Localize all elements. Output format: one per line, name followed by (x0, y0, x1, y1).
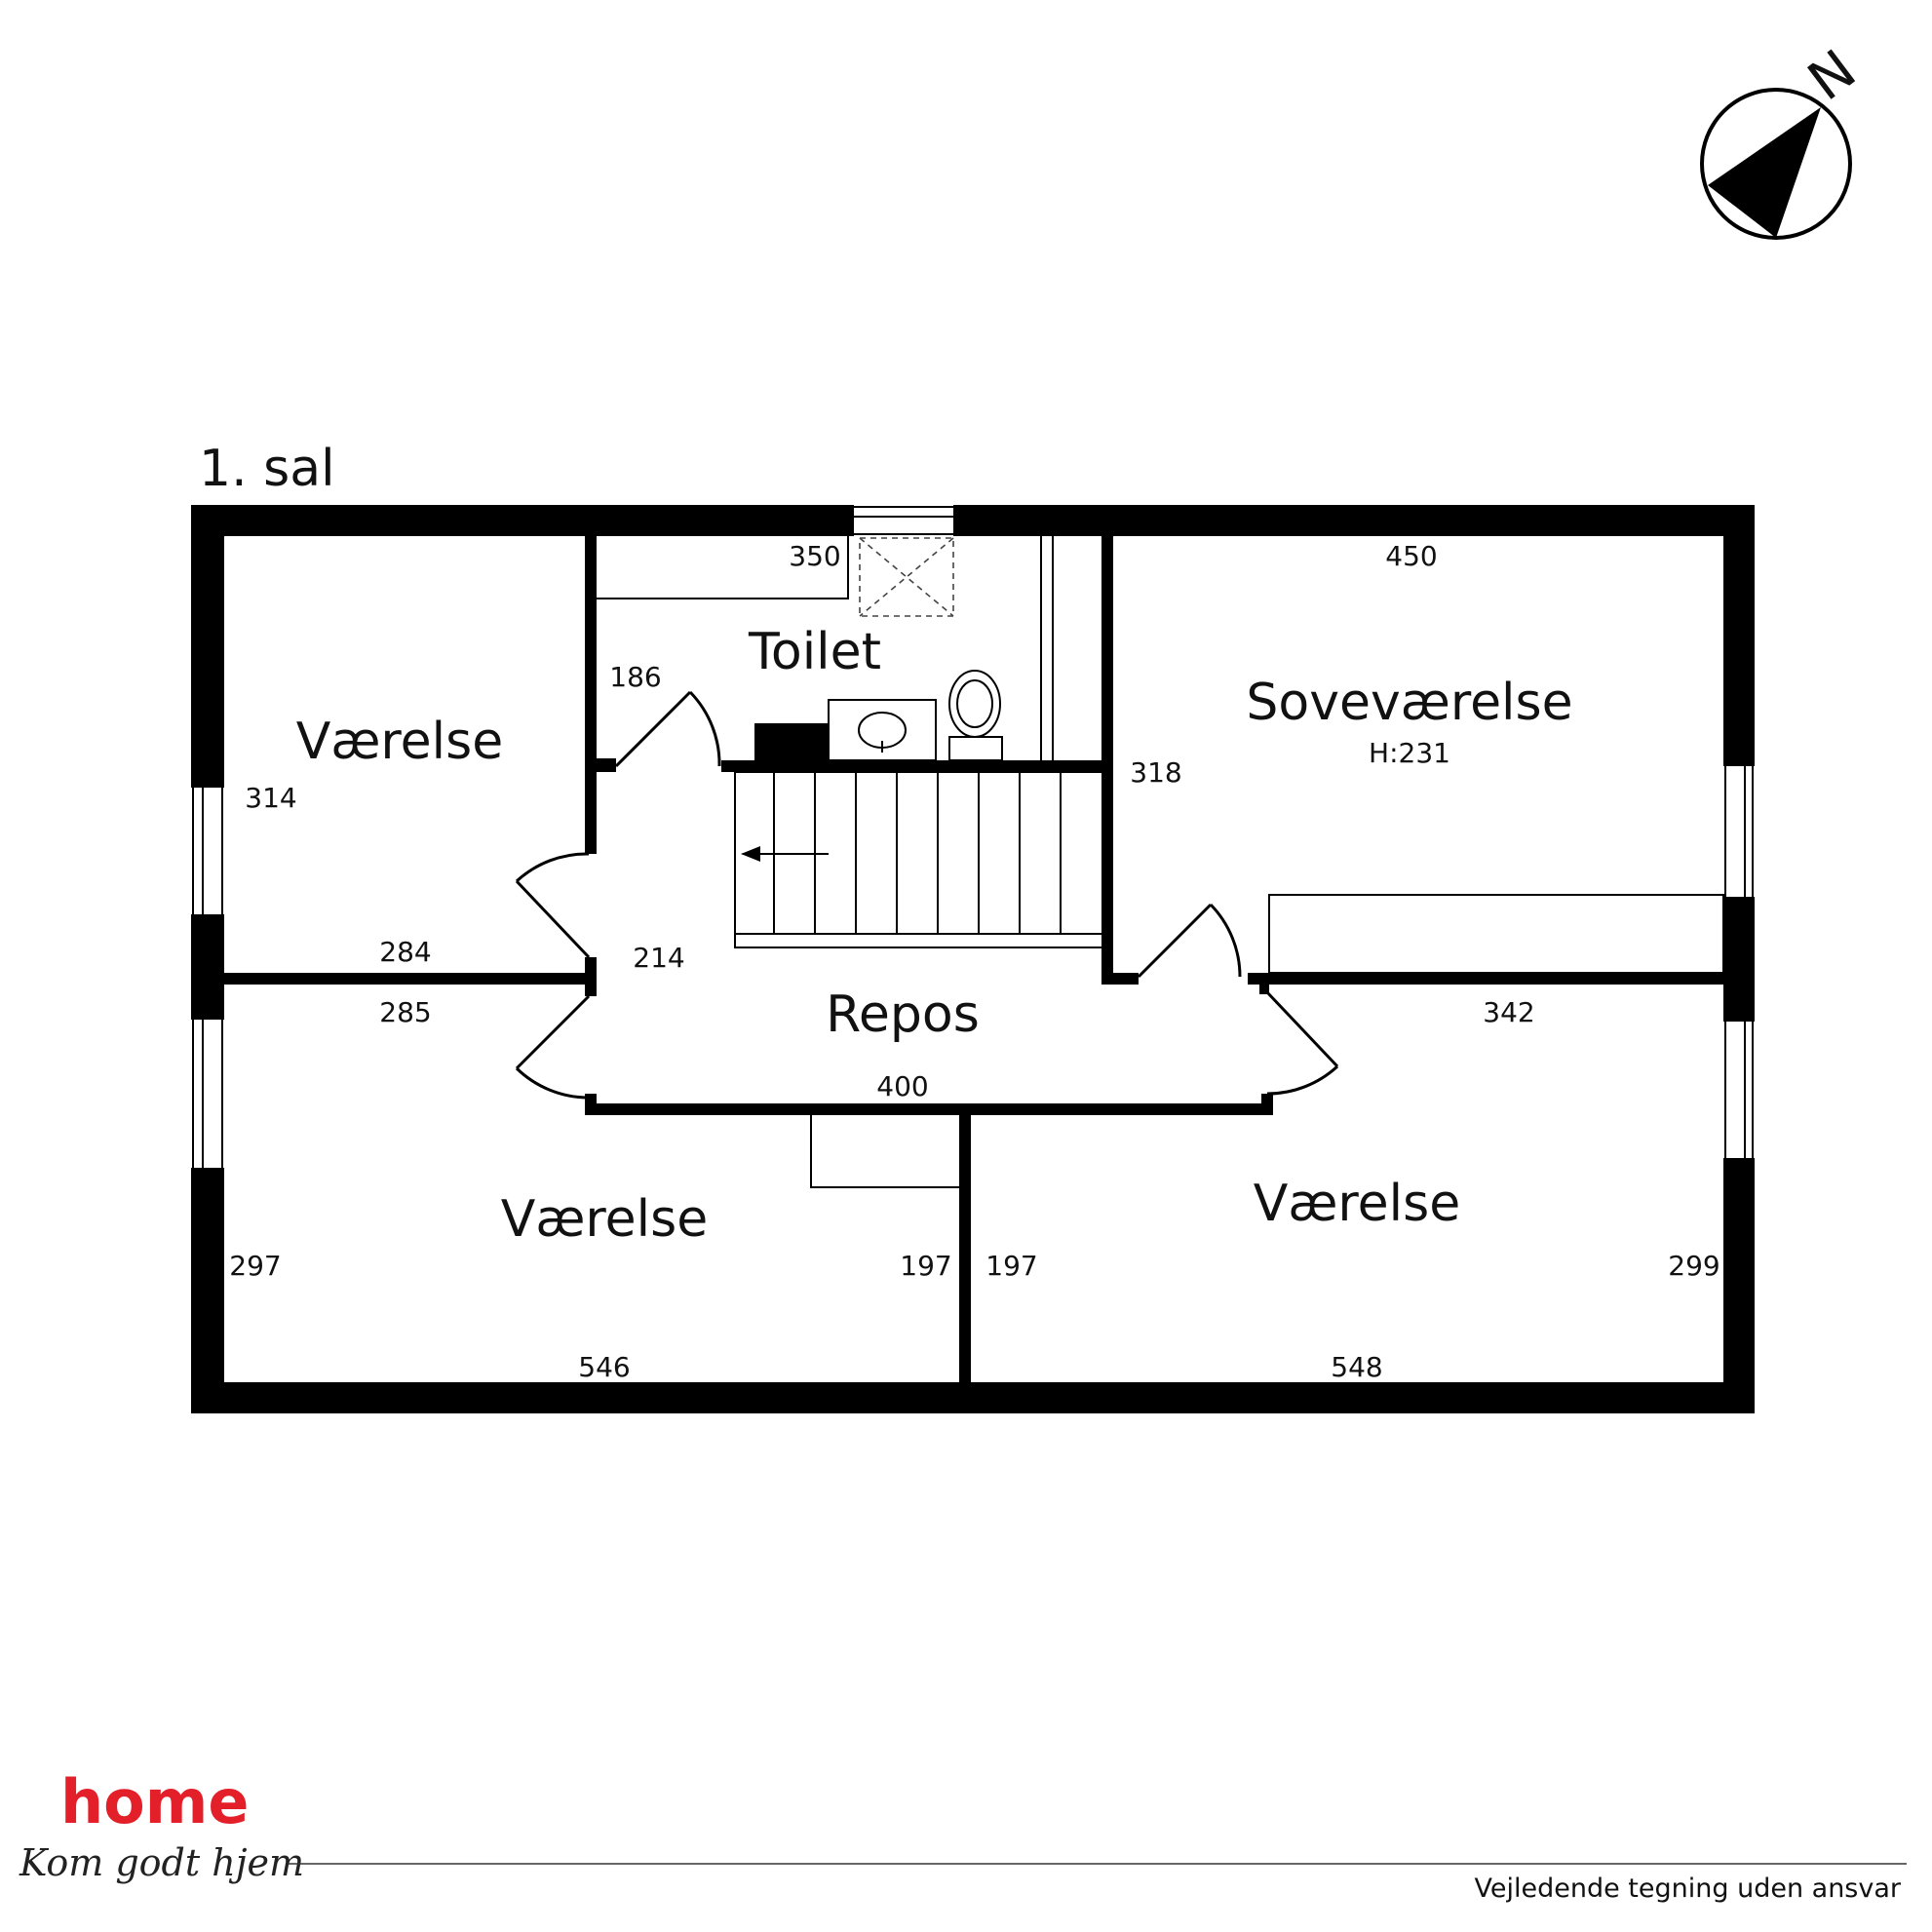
brand-slogan: Kom godt hjem (19, 1841, 304, 1884)
sink-icon (828, 699, 937, 761)
dimension-label: 197 (985, 1250, 1037, 1282)
fixtures (597, 536, 1724, 1188)
dimension-label: 299 (1668, 1250, 1719, 1282)
room-name-sovevaerelse: Soveværelse (1246, 674, 1572, 732)
room-name-repos: Repos (826, 985, 980, 1044)
toilet-icon (948, 670, 1003, 761)
dimensions: 314 284 350 186 450 318 214 400 285 297 … (229, 540, 1719, 1383)
dimension-label: 197 (900, 1250, 951, 1282)
shower-icon (859, 537, 954, 617)
dimension-label: 400 (876, 1070, 928, 1102)
dimension-label: 342 (1483, 996, 1534, 1028)
dimension-label: 297 (229, 1250, 281, 1282)
compass-north-label: N (1797, 38, 1868, 113)
disclaimer-text: Vejledende tegning uden ansvar (1475, 1874, 1902, 1904)
dimension-label: 546 (578, 1351, 630, 1383)
room-name-vaerelse-bottomright: Værelse (1254, 1175, 1460, 1233)
dimension-label: 350 (789, 540, 840, 572)
staircase (734, 771, 1106, 948)
compass: N (1700, 38, 1868, 240)
footer: home Kom godt hjem Vejledende tegning ud… (19, 1766, 1907, 1904)
dimension-label: 214 (633, 942, 684, 974)
dimension-label: 314 (245, 782, 296, 814)
brand-logo: home (60, 1766, 249, 1837)
outer-walls (191, 505, 1755, 1413)
dimension-label: 186 (609, 661, 661, 693)
north-arrow-icon (1708, 107, 1821, 238)
room-height-sovevaerelse: H:231 (1369, 737, 1450, 769)
floor-title: 1. sal (199, 440, 335, 498)
dimension-label: 548 (1331, 1351, 1382, 1383)
dimension-label: 318 (1130, 756, 1181, 789)
room-name-vaerelse-topleft: Værelse (296, 713, 503, 771)
doors (515, 690, 1339, 1100)
wardrobe (1268, 894, 1724, 974)
room-labels: Værelse Toilet Soveværelse H:231 Repos V… (296, 623, 1573, 1249)
interior-walls (224, 536, 1723, 1382)
dimension-label: 450 (1385, 540, 1437, 572)
windows (191, 505, 1755, 1168)
dimension-label: 284 (379, 936, 431, 968)
dimension-label: 285 (379, 996, 431, 1028)
room-name-vaerelse-bottomleft: Værelse (501, 1190, 708, 1249)
room-name-toilet: Toilet (748, 623, 881, 681)
